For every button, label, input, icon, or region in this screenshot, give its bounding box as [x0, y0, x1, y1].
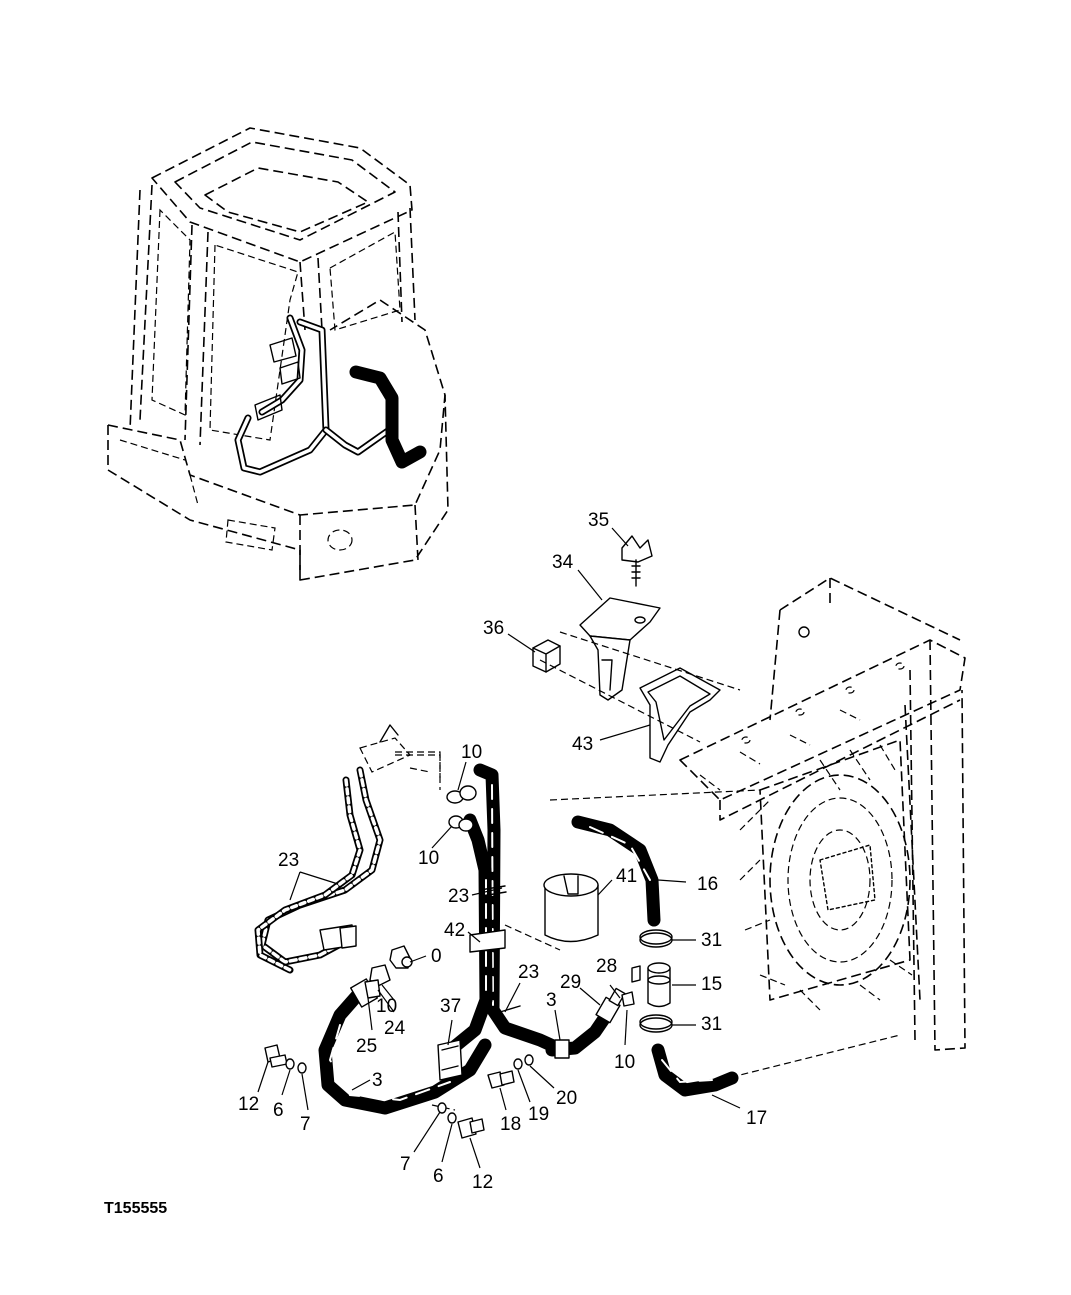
- callout-17: 17: [746, 1108, 767, 1129]
- cab-hose: [349, 365, 427, 469]
- hose-clamp: [469, 929, 506, 953]
- callout-10-fitting: 10: [376, 996, 397, 1017]
- hose-clamp-ring: [639, 929, 673, 1033]
- callout-31-lower: 31: [701, 1014, 722, 1035]
- connector-fittings: [364, 945, 641, 1007]
- callout-20: 20: [556, 1088, 577, 1109]
- callout-43: 43: [572, 734, 593, 755]
- heater-hose: [473, 763, 569, 1057]
- callout-35: 35: [588, 510, 609, 531]
- callout-36: 36: [483, 618, 504, 639]
- callout-12-left: 12: [238, 1094, 259, 1115]
- callout-16: 16: [697, 874, 718, 895]
- cab-heater-tubing: [234, 314, 396, 476]
- callout-10-top: 10: [461, 742, 482, 763]
- callout-23-band: 23: [448, 886, 469, 907]
- callout-25: 25: [356, 1036, 377, 1057]
- callout-24: 24: [384, 1018, 406, 1039]
- callout-15: 15: [701, 974, 722, 995]
- clip: [532, 639, 561, 673]
- bolt-washer-set: [264, 1044, 534, 1139]
- callout-10-lower: 10: [614, 1052, 635, 1073]
- callout-7-bottom: 7: [400, 1154, 411, 1175]
- guide-line: [539, 659, 701, 743]
- guide-line: [559, 631, 741, 691]
- callout-labels: 35 34 36 43 10 10 23 23 41 16 42 31 0 28…: [238, 510, 767, 1193]
- callout-34: 34: [552, 552, 574, 573]
- wire-bracket: [639, 667, 721, 763]
- callout-6-bottom: 6: [433, 1166, 444, 1187]
- callout-0: 0: [431, 946, 442, 967]
- hose-fittings: [350, 978, 626, 1059]
- callout-41: 41: [616, 866, 637, 887]
- sleeve: [543, 873, 599, 943]
- callout-18: 18: [500, 1114, 521, 1135]
- connector-tube: [647, 962, 671, 1008]
- callout-37: 37: [440, 996, 461, 1017]
- heater-hose-loop: [318, 983, 492, 1115]
- callout-19: 19: [528, 1104, 549, 1125]
- hose-band: [479, 885, 521, 1013]
- elbow-fittings: [446, 785, 477, 832]
- callout-28: 28: [596, 956, 617, 977]
- callout-42: 42: [444, 920, 465, 941]
- bracket: [579, 597, 661, 701]
- callout-12-bottom: 12: [472, 1172, 493, 1193]
- callout-29: 29: [560, 972, 581, 993]
- callout-7-left: 7: [300, 1114, 311, 1135]
- callout-23-bundle: 23: [278, 850, 299, 871]
- figure-id: T155555: [104, 1200, 167, 1217]
- callout-10-upper: 10: [418, 848, 439, 869]
- callout-23-clamp: 23: [518, 962, 539, 983]
- callout-6-left: 6: [273, 1100, 284, 1121]
- radiator-hose-upper: [571, 815, 661, 927]
- callout-31-upper: 31: [701, 930, 722, 951]
- wing-nut: [621, 535, 653, 587]
- callout-3-right: 3: [546, 990, 557, 1011]
- fan-shroud: [739, 739, 913, 1011]
- hose-bundle: [254, 724, 441, 974]
- leader-lines: [257, 527, 741, 1169]
- cab-outline: [107, 127, 449, 581]
- callout-3-left: 3: [372, 1070, 383, 1091]
- radiator-hose-lower: [651, 1043, 739, 1097]
- machine-frame: [679, 577, 966, 1051]
